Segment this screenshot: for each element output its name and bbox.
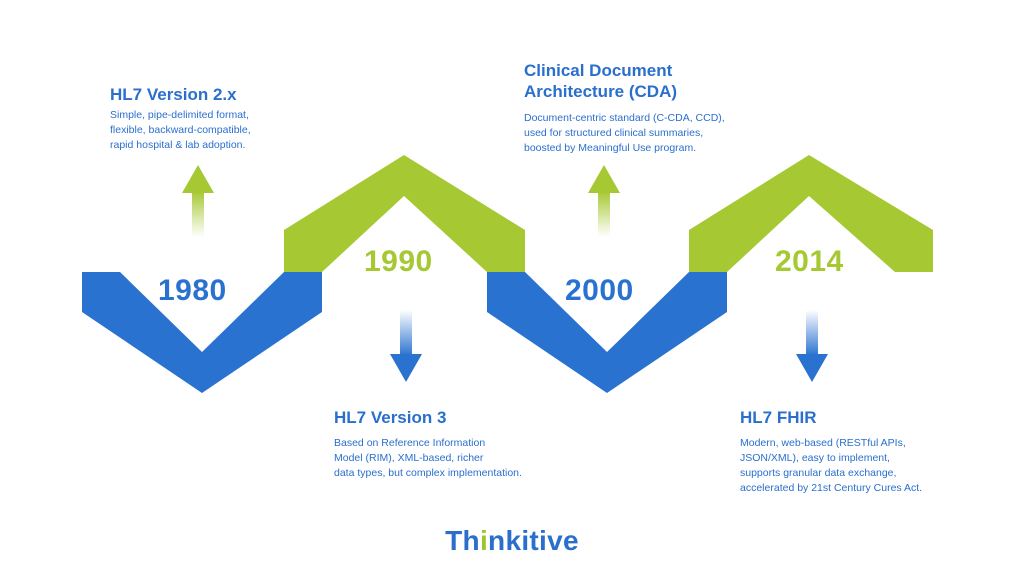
desc-line: used for structured clinical summaries, — [524, 127, 704, 139]
thinkitive-logo: Thinkitive — [0, 525, 1024, 557]
desc-line: Modern, web-based (RESTful APIs, — [740, 437, 906, 449]
milestone-desc-hl7-v3: Based on Reference Information Model (RI… — [334, 436, 522, 481]
year-label-1990: 1990 — [364, 245, 433, 278]
arrow-up-icon — [588, 165, 620, 237]
title-line: Architecture (CDA) — [524, 82, 678, 101]
year-label-2000: 2000 — [565, 274, 634, 307]
desc-line: Model (RIM), XML-based, richer — [334, 452, 484, 464]
desc-line: JSON/XML), easy to implement, — [740, 452, 890, 464]
year-label-2014: 2014 — [775, 245, 844, 278]
desc-line: supports granular data exchange, — [740, 467, 897, 479]
desc-line: boosted by Meaningful Use program. — [524, 142, 697, 154]
milestone-title-cda: Clinical Document Architecture (CDA) — [524, 60, 677, 102]
band-segment-green-1 — [284, 155, 525, 272]
desc-line: flexible, backward-compatible, — [110, 124, 251, 136]
milestone-desc-fhir: Modern, web-based (RESTful APIs, JSON/XM… — [740, 436, 922, 496]
desc-line: data types, but complex implementation. — [334, 467, 522, 479]
desc-line: Based on Reference Information — [334, 437, 486, 449]
logo-dotted-letter: i — [479, 525, 489, 556]
logo-text: Th — [445, 525, 480, 556]
title-line: Clinical Document — [524, 61, 673, 80]
milestone-title-hl7-v3: HL7 Version 3 — [334, 408, 447, 427]
milestone-title-hl7-v2: HL7 Version 2.x — [110, 85, 237, 104]
milestone-desc-cda: Document-centric standard (C-CDA, CCD), … — [524, 111, 725, 156]
desc-line: rapid hospital & lab adoption. — [110, 139, 246, 151]
band-segment-blue-2 — [487, 272, 727, 393]
band-segment-blue-1 — [82, 272, 322, 393]
year-label-1980: 1980 — [158, 274, 227, 307]
desc-line: Simple, pipe-delimited format, — [110, 109, 249, 121]
desc-line: accelerated by 21st Century Cures Act. — [740, 482, 923, 494]
milestone-desc-hl7-v2: Simple, pipe-delimited format, flexible,… — [110, 108, 251, 153]
milestone-title-fhir: HL7 FHIR — [740, 408, 817, 427]
band-segment-green-2 — [689, 155, 933, 272]
arrow-down-icon — [796, 310, 828, 382]
logo-text: nkitive — [488, 525, 579, 556]
desc-line: Document-centric standard (C-CDA, CCD), — [524, 112, 725, 124]
arrow-down-icon — [390, 310, 422, 382]
arrow-up-icon — [182, 165, 214, 237]
